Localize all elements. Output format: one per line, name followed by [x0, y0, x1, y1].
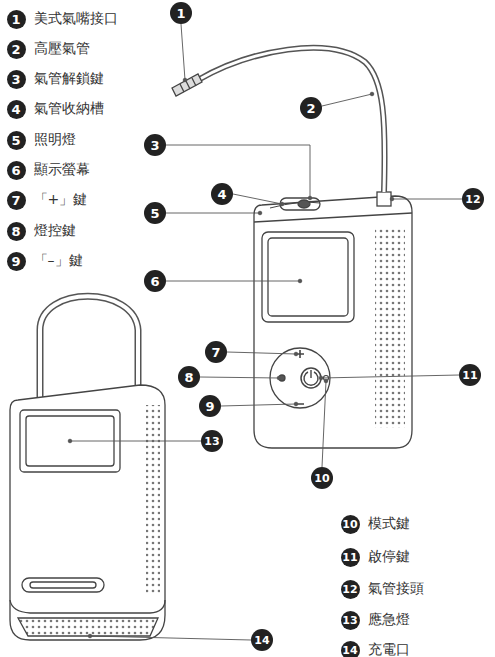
part-name: 充電口: [368, 641, 410, 657]
callout-number: 10: [311, 467, 333, 489]
callout-number: 8: [7, 222, 26, 241]
legend-item: 11 啟停鍵: [341, 548, 410, 567]
part-name: 模式鍵: [368, 515, 410, 533]
callout-number: 14: [251, 629, 273, 651]
callout-circle: 11: [459, 364, 481, 386]
callout-number: 6: [144, 270, 166, 292]
part-name: 顯示螢幕: [34, 161, 90, 179]
callout-circle: 9: [199, 395, 221, 417]
part-name: 「+」鍵: [34, 191, 88, 209]
callout-number: 5: [7, 131, 26, 150]
legend-item: 3 氣管解鎖鍵: [7, 70, 104, 89]
legend-item: 1 美式氣嘴接口: [7, 10, 118, 29]
legend-item: 13 應急燈: [341, 611, 410, 630]
part-name: 應急燈: [368, 611, 410, 629]
callout-circle: 8: [178, 366, 200, 388]
part-name: 高壓氣管: [34, 40, 90, 58]
callout-circle: 13: [201, 430, 223, 452]
callout-circle: 14: [251, 629, 273, 651]
callout-number: 7: [7, 191, 26, 210]
part-name: 照明燈: [34, 131, 76, 149]
part-name: 氣管收納槽: [34, 100, 104, 118]
callout-number: 8: [178, 366, 200, 388]
callout-circle: 3: [144, 134, 166, 156]
callout-circle: 2: [300, 97, 322, 119]
legend-item: 14 充電口: [341, 641, 410, 657]
legend-item: 5 照明燈: [7, 131, 76, 150]
callout-number: 10: [341, 515, 360, 534]
callout-number: 3: [144, 134, 166, 156]
part-name: 啟停鍵: [368, 548, 410, 566]
callout-number: 9: [199, 395, 221, 417]
callout-circle: 5: [144, 202, 166, 224]
callout-number: 5: [144, 202, 166, 224]
legend-item: 8 燈控鍵: [7, 222, 76, 241]
part-name: 燈控鍵: [34, 222, 76, 240]
legend-item: 2 高壓氣管: [7, 40, 90, 59]
callout-number: 11: [341, 548, 360, 567]
callout-number: 1: [7, 10, 26, 29]
callout-number: 13: [201, 430, 223, 452]
callout-number: 2: [300, 97, 322, 119]
legend-item: 6 顯示螢幕: [7, 161, 90, 180]
callout-number: 4: [211, 183, 233, 205]
callout-circle: 4: [211, 183, 233, 205]
callout-circle: 10: [311, 467, 333, 489]
callout-number: 12: [341, 580, 360, 599]
part-name: 美式氣嘴接口: [34, 10, 118, 28]
legend-item: 12 氣管接頭: [341, 580, 424, 599]
legend-item: 9 「–」鍵: [7, 252, 83, 271]
callout-number: 12: [462, 188, 484, 210]
legend-item: 7 「+」鍵: [7, 191, 88, 210]
legend-item: 4 氣管收納槽: [7, 100, 104, 119]
part-name: 氣管解鎖鍵: [34, 70, 104, 88]
callout-circle: 6: [144, 270, 166, 292]
part-name: 「–」鍵: [34, 252, 83, 270]
part-name: 氣管接頭: [368, 580, 424, 598]
callout-circle: 1: [170, 2, 192, 24]
callout-number: 13: [341, 611, 360, 630]
legend-item: 10 模式鍵: [341, 515, 410, 534]
callout-number: 2: [7, 40, 26, 59]
callout-number: 9: [7, 252, 26, 271]
callout-number: 3: [7, 70, 26, 89]
callout-number: 6: [7, 161, 26, 180]
callout-number: 11: [459, 364, 481, 386]
callout-number: 1: [170, 2, 192, 24]
callout-number: 14: [341, 641, 360, 657]
callout-circle: 12: [462, 188, 484, 210]
callout-number: 4: [7, 100, 26, 119]
callout-number: 7: [205, 341, 227, 363]
callout-circle: 7: [205, 341, 227, 363]
